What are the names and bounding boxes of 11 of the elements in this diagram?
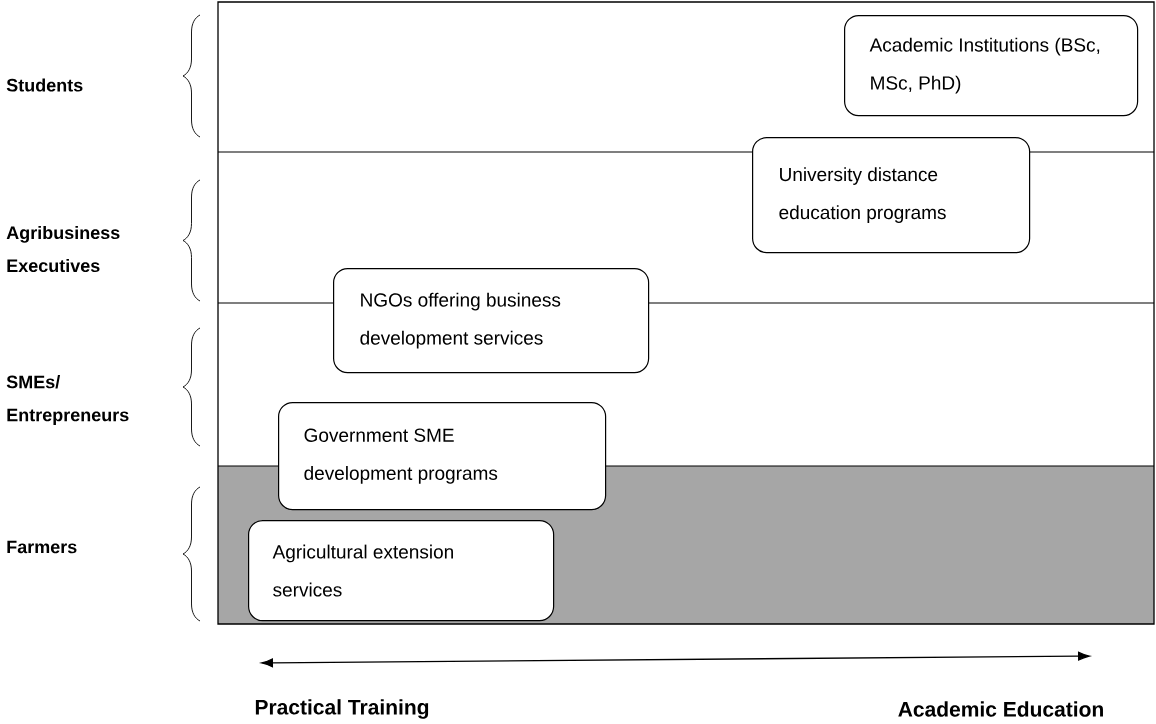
program-box: NGOs offering business development services — [333, 268, 650, 374]
axis-label: Practical Training — [255, 699, 429, 719]
program-box: Agricultural extension services — [248, 520, 555, 622]
program-box: Government SME development programs — [278, 402, 607, 511]
program-box: University distance education programs — [752, 137, 1031, 254]
row-label: Farmers — [7, 540, 77, 554]
row-label: SMEs/ Entrepreneurs — [6, 375, 129, 425]
row-label: Students — [6, 78, 83, 92]
row-label: Agribusiness Executives — [6, 225, 120, 273]
axis-label: Academic Education — [898, 701, 1103, 717]
program-box: Academic Institutions (BSc, MSc, PhD) — [844, 15, 1139, 117]
